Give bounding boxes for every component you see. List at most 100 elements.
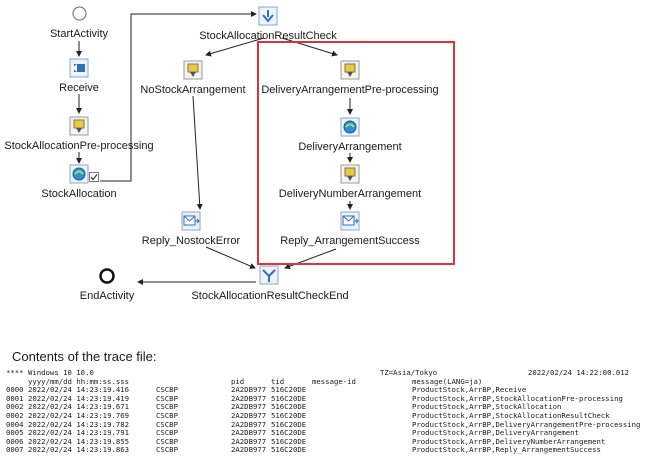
trace-cell-no: 0007 [6,445,24,455]
trace-cell-date: 2022/02/24 14:23:19.671 [28,402,130,412]
trace-cell-proc: CSCBP [156,436,178,446]
trace-cell-pid: 2A2DB977 [231,419,267,429]
trace-cell-pid: 2A2DB977 [231,385,267,395]
node-label-nostock: NoStockArrangement [140,84,246,96]
trace-cell-date: 2022/02/24 14:23:19.782 [28,419,130,429]
trace-cell-no: 0001 [6,393,24,403]
trace-cell-tid: 516C20DE [271,419,307,429]
highlight-box [257,41,455,265]
trace-cell-date: 2022/02/24 14:23:19.863 [28,445,130,455]
trace-cell-pid: 2A2DB977 [231,428,267,438]
switch-start-icon[interactable] [258,6,278,26]
trace-cell-date: 2022/02/24 14:23:19.419 [28,393,130,403]
node-label-receive: Receive [59,82,99,94]
trace-row: 0007 2022/02/24 14:23:19.863 CSCBP 2A2DB977… [6,446,654,455]
node-label-delivery-preproc: DeliveryArrangementPre-processing [261,84,439,96]
trace-cell-date: 2022/02/24 14:23:19.855 [28,436,130,446]
node-label-resultcheck: StockAllocationResultCheck [199,30,337,42]
reply-success-icon[interactable] [340,211,360,231]
trace-cell-tid: 516C20DE [271,411,307,420]
trace-cell-proc: CSCBP [156,428,178,438]
trace-cell-no: 0000 [6,385,24,395]
trace-cell-no: 0005 [6,428,24,438]
trace-cell-msg: ProductStock,ArrBP,Receive [412,385,527,395]
trace-cell-msg: ProductStock,ArrBP,DeliveryNumberArrange… [412,436,606,446]
trace-cell-tid: 516C20DE [271,402,307,412]
trace-col-tid: tid [271,376,285,386]
trace-column-header-row: yyyy/mm/dd hh:mm:ss.sss pid tid message-… [6,376,654,387]
trace-cell-proc: CSCBP [156,419,178,429]
trace-file-content: **** Windows 10 10.0 TZ=Asia/Tokyo 2022/… [6,368,654,465]
connector-layer [76,11,455,285]
trace-col-pid: pid [231,376,245,386]
switch-end-icon[interactable] [259,265,279,285]
trace-row: 0000 2022/02/24 14:23:19.416 CSCBP 2A2DB977… [6,386,654,395]
trace-cell-proc: CSCBP [156,411,178,420]
trace-cell-date: 2022/02/24 14:23:19.791 [28,428,130,438]
node-label-stockallocation: StockAllocation [41,188,117,200]
trace-cell-msg: ProductStock,ArrBP,StockAllocation [412,402,562,412]
trace-col-message: message(LANG=ja) [412,376,483,386]
end-circle-icon[interactable] [99,268,115,284]
trace-row: 0005 2022/02/24 14:23:19.791 CSCBP 2A2DB977… [6,429,654,438]
node-label-start: StartActivity [49,28,109,40]
trace-cell-msg: ProductStock,ArrBP,StockAllocationPre-pr… [412,393,623,403]
arrow-check-nostock [205,37,265,57]
trace-cell-pid: 2A2DB977 [231,411,267,420]
arrow-nostock-reply [192,95,203,210]
trace-cell-no: 0004 [6,419,24,429]
trace-cell-proc: CSCBP [156,445,178,455]
trace-col-msgid: message-id [312,376,356,386]
reply-error-icon[interactable] [181,211,201,231]
trace-row: 0006 2022/02/24 14:23:19.855 CSCBP 2A2DB977… [6,436,654,447]
trace-os: **** Windows 10 10.0 [6,368,94,377]
delivery-preproc-icon[interactable] [340,60,360,80]
arrow-check-delivpre [281,37,338,57]
process-flow-diagram: StartActivity Receive StockAllocationPre… [4,6,455,302]
trace-timezone: TZ=Asia/Tokyo [380,368,438,377]
trace-cell-tid: 516C20DE [271,436,307,446]
node-label-delivery-number: DeliveryNumberArrangement [278,188,422,200]
trace-cell-msg: ProductStock,ArrBP,DeliveryArrangement [412,428,579,438]
trace-cell-date: 2022/02/24 14:23:19.769 [28,411,130,420]
start-circle-icon[interactable] [72,6,87,21]
delivery-number-icon[interactable] [340,164,360,184]
arrow-alloc-check [100,11,257,182]
trace-cell-no: 0006 [6,436,24,446]
trace-cell-pid: 2A2DB977 [231,445,267,455]
trace-cell-msg: ProductStock,ArrBP,Reply_ArrangementSucc… [412,445,601,455]
checkbox-icon[interactable] [89,172,99,182]
trace-caption: Contents of the trace file: [12,349,157,364]
trace-row: 0002 2022/02/24 14:23:19.671 CSCBP 2A2DB977… [6,403,654,412]
node-label-delivery: DeliveryArrangement [298,141,402,153]
trace-cell-proc: CSCBP [156,385,178,395]
trace-row: 0002 2022/02/24 14:23:19.769 CSCBP 2A2DB977… [6,411,654,421]
node-label-end: EndActivity [79,290,135,302]
node-label-resultcheck-end: StockAllocationResultCheckEnd [191,290,349,302]
delivery-invoke-icon[interactable] [340,117,360,137]
trace-cell-no: 0002 [6,411,24,420]
trace-cell-msg: ProductStock,ArrBP,DeliveryArrangementPr… [412,419,641,429]
nostock-assign-icon[interactable] [183,60,203,80]
trace-cell-tid: 516C20DE [271,393,307,403]
trace-cell-no: 0002 [6,402,24,412]
trace-col-date: yyyy/mm/dd hh:mm:ss.sss [28,376,130,386]
node-label-reply-success: Reply_ArrangementSuccess [280,235,420,247]
preprocessing-icon[interactable] [69,116,89,136]
trace-cell-date: 2022/02/24 14:23:19.416 [28,385,130,395]
node-label-preprocessing: StockAllocationPre-processing [4,140,154,152]
trace-cell-proc: CSCBP [156,402,178,412]
trace-cell-proc: CSCBP [156,393,178,403]
receive-icon[interactable] [69,58,89,78]
trace-cell-tid: 516C20DE [271,385,307,395]
arrow-reply-checkend [205,246,256,269]
trace-cell-msg: ProductStock,ArrBP,StockAllocationResult… [412,411,610,420]
invoke-service-icon[interactable] [69,164,89,184]
trace-header-row: **** Windows 10 10.0 TZ=Asia/Tokyo 2022/… [6,368,654,378]
trace-row: 0004 2022/02/24 14:23:19.782 CSCBP 2A2DB977… [6,419,654,430]
trace-cell-tid: 516C20DE [271,428,307,438]
node-label-reply-error: Reply_NostockError [141,235,241,247]
trace-cell-pid: 2A2DB977 [231,402,267,412]
trace-cell-pid: 2A2DB977 [231,436,267,446]
